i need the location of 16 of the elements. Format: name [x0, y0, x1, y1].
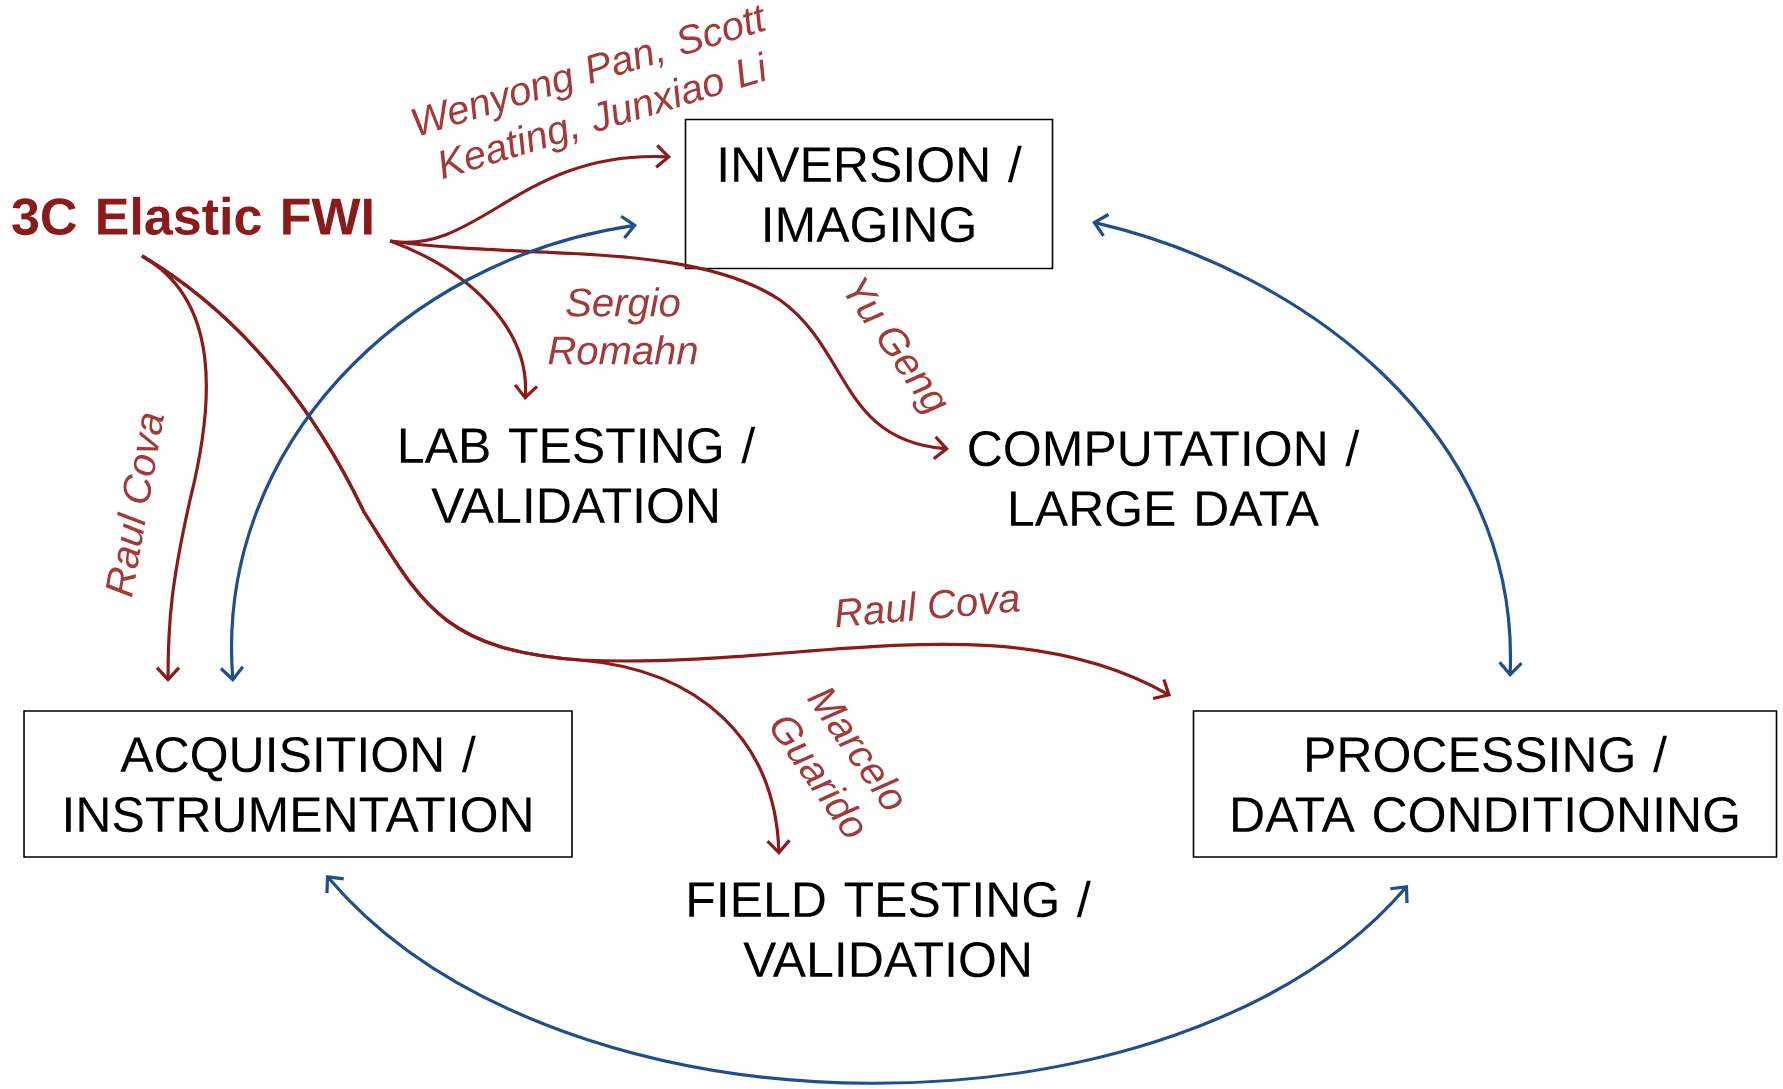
arrow: [389, 239, 949, 461]
stage-label: COMPUTATION / LARGE DATA: [969, 429, 1360, 527]
stage-box: PROCESSING / DATA CONDITIONING: [1192, 710, 1778, 858]
double-arrow: [1092, 213, 1523, 677]
arrow: [389, 239, 539, 400]
edge-label: Raul Cova: [105, 413, 164, 598]
stage-label: FIELD TESTING / VALIDATION: [689, 880, 1091, 978]
method-label: 3C Elastic FWI: [12, 196, 372, 236]
edge-label: Raul Cova: [836, 589, 1020, 628]
stage-box: ACQUISITION / INSTRUMENTATION: [23, 710, 573, 858]
stage-box: INVERSION / IMAGING: [684, 118, 1054, 270]
double-arrow: [219, 214, 637, 682]
stage-label: LAB TESTING / VALIDATION: [400, 426, 756, 524]
edge-label: Sergio Romahn: [548, 287, 697, 365]
arrow: [141, 254, 791, 855]
double-arrow: [325, 875, 1409, 1085]
